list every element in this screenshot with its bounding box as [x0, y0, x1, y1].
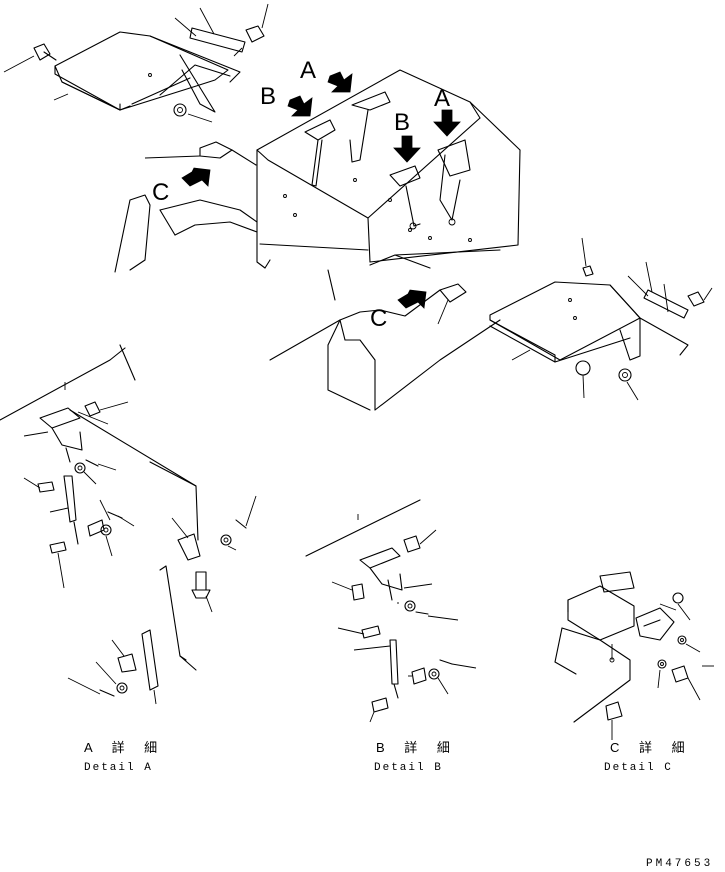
detail-a-drawing — [0, 344, 257, 705]
arrow-a-right-icon — [433, 109, 461, 137]
detail-c-drawing — [554, 571, 714, 740]
callout-a-right: A — [434, 85, 450, 112]
arrow-a-top-icon — [327, 71, 353, 93]
detail-a-subtitle: Detail A — [84, 762, 153, 774]
callout-b-mid: B — [394, 109, 410, 136]
callout-a-top: A — [300, 57, 316, 84]
detail-c-subtitle: Detail C — [604, 762, 673, 774]
right-fender — [269, 249, 501, 411]
detail-c-title: C 詳 細 — [610, 740, 693, 755]
operator-console — [256, 69, 521, 269]
arrow-c-left-icon — [181, 167, 211, 187]
arrow-b-mid-icon — [393, 135, 421, 163]
arrow-b-left-icon — [287, 95, 313, 117]
left-footrest-assembly — [3, 3, 269, 123]
detail-b-title: B 詳 細 — [376, 740, 458, 755]
callout-c-right: C — [370, 305, 387, 332]
callout-c-left: C — [152, 179, 169, 206]
detail-b-drawing — [305, 499, 477, 723]
left-fender — [114, 141, 258, 273]
detail-a-title: A 詳 細 — [84, 740, 165, 755]
arrow-c-right-icon — [397, 289, 427, 309]
drawing-number: PM47653 — [646, 858, 713, 870]
callout-b-left: B — [260, 83, 276, 110]
right-footrest-assembly — [489, 237, 713, 401]
detail-b-subtitle: Detail B — [374, 762, 443, 774]
